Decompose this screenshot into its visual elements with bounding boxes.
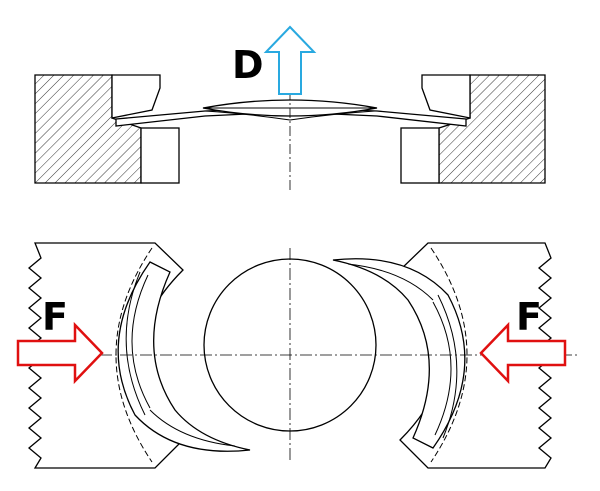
left-holder — [111, 74, 161, 119]
top-section-view — [34, 74, 546, 184]
right-dashed-arc — [430, 247, 468, 463]
left-haptic — [117, 261, 251, 452]
label-f-left: F — [42, 295, 68, 339]
arrow-d — [263, 25, 317, 95]
arrow-f-right — [479, 321, 567, 385]
right-lower-block — [400, 127, 440, 184]
right-holder — [421, 74, 471, 119]
left-dashed-arc — [115, 247, 153, 463]
arrow-f-left — [16, 321, 104, 385]
right-haptic — [332, 258, 466, 449]
left-lower-block — [140, 127, 180, 184]
label-f-right: F — [516, 295, 542, 339]
label-d: D — [232, 43, 264, 87]
